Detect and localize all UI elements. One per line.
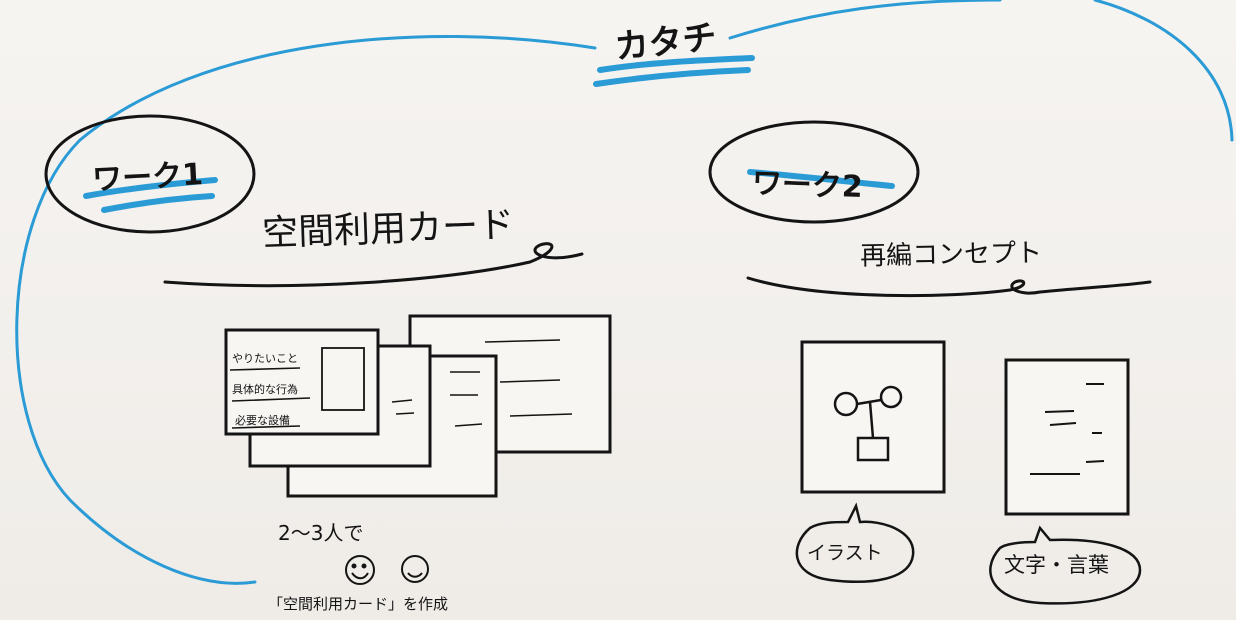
work2-label: ワーク2: [751, 166, 864, 205]
card-field-equipment: 必要な設備: [235, 414, 290, 427]
card-3-lines: [450, 371, 483, 427]
card-2-lines: [391, 399, 415, 415]
text-card-lines: [1030, 383, 1105, 475]
work1-caption: 「空間利用カード」を作成: [268, 595, 449, 613]
card-back-lines: [484, 339, 573, 417]
blue-arc-left: [15, 35, 597, 585]
work1-circle: [44, 114, 256, 234]
group-size-note: 2〜3人で: [278, 521, 364, 545]
text-bubble: [989, 525, 1142, 605]
bubble-text-label: 文字・言葉: [1004, 553, 1109, 577]
card-field-action: 具体的な行為: [232, 383, 298, 396]
card-front-lines: [229, 367, 311, 429]
card-field-want: やりたいこと: [232, 352, 298, 365]
illustration-figure: [833, 385, 903, 462]
title-underline-2: [593, 67, 751, 87]
concept-heading-underline: [746, 276, 1152, 298]
work1-label: ワーク1: [91, 157, 204, 198]
work2-underline: [747, 169, 895, 189]
card-heading-underline: [163, 242, 584, 288]
work1-underline-1: [83, 177, 218, 199]
text-card: [1004, 358, 1130, 516]
bubble-illustration-label: イラスト: [807, 542, 883, 564]
card-photo-box: [321, 347, 365, 411]
illustration-bubble: [795, 502, 915, 583]
title-underline-1: [597, 55, 755, 73]
work1-heading: 空間利用カード: [261, 204, 515, 255]
illustration-card: [800, 340, 946, 494]
work1-underline-2: [101, 193, 215, 213]
face-icons: [345, 555, 429, 585]
blue-arc-right: [728, 0, 1234, 142]
work2-circle: [708, 120, 920, 224]
work2-heading: 再編コンセプト: [859, 238, 1043, 272]
